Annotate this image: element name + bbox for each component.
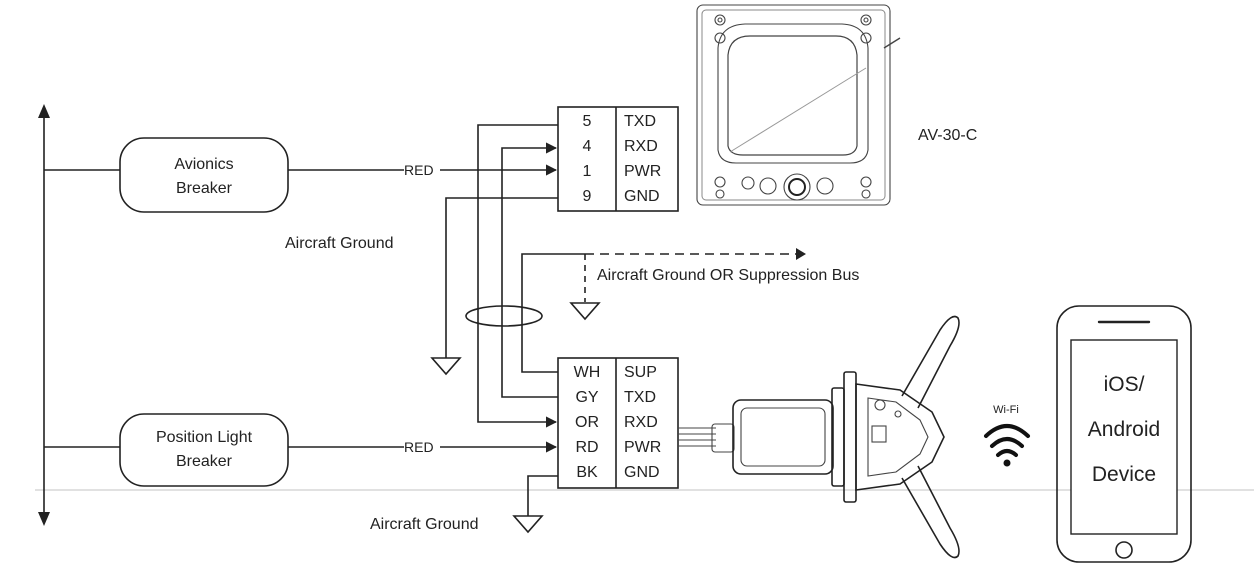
phone-label-line-2: Android	[1088, 418, 1160, 441]
shield-ellipse	[465, 305, 543, 327]
av30-display-icon	[696, 4, 901, 206]
display-pin-num: 9	[583, 188, 592, 205]
module-pin-signal: TXD	[624, 389, 656, 406]
red-wire-label-upper: RED	[404, 162, 434, 178]
display-pin-signal: PWR	[624, 163, 661, 180]
position-light-breaker-label-2: Breaker	[176, 453, 233, 470]
wifi-label: Wi-Fi	[993, 404, 1019, 416]
avionics-breaker-label-2: Breaker	[176, 180, 233, 197]
module-pin-color: BK	[576, 464, 598, 481]
aircraft-ground-label-upper: Aircraft Ground	[285, 235, 393, 252]
module-pin-signal: SUP	[624, 364, 657, 381]
display-pin-signal: GND	[624, 188, 660, 205]
smartphone-icon: iOS/ Android Device	[1056, 305, 1192, 563]
module-pin-color: RD	[575, 439, 598, 456]
module-pin-signal: GND	[624, 464, 660, 481]
position-light-breaker-label-1: Position Light	[156, 429, 253, 446]
ground-symbol-icon	[430, 356, 462, 376]
phone-label-line-3: Device	[1092, 463, 1156, 486]
data-wires	[445, 124, 585, 516]
wifi-icon	[984, 424, 1030, 467]
display-pin-num: 5	[583, 113, 592, 130]
red-wire-label-lower: RED	[404, 439, 434, 455]
aircraft-ground-or-suppression-label: Aircraft Ground OR Suppression Bus	[597, 267, 859, 284]
position-light-breaker: Position Light Breaker	[119, 413, 289, 487]
module-pin-color: OR	[575, 414, 599, 431]
avionics-breaker-label-1: Avionics	[174, 156, 233, 173]
module-connector: WH GY OR RD BK SUP TXD RXD PWR GND	[557, 357, 679, 489]
module-pin-signal: PWR	[624, 439, 661, 456]
display-pin-num: 1	[583, 163, 592, 180]
wifi-module-icon	[678, 315, 960, 559]
display-pin-signal: RXD	[624, 138, 658, 155]
avionics-breaker: Avionics Breaker	[119, 137, 289, 213]
display-pin-num: 4	[583, 138, 592, 155]
module-pin-color: GY	[575, 389, 598, 406]
module-pin-color: WH	[574, 364, 601, 381]
display-pin-signal: TXD	[624, 113, 656, 130]
ground-symbol-icon	[512, 515, 544, 534]
ground-symbol-icon	[569, 302, 601, 321]
phone-label-line-1: iOS/	[1104, 373, 1145, 396]
aircraft-ground-label-lower: Aircraft Ground	[370, 516, 478, 533]
module-pin-signal: RXD	[624, 414, 658, 431]
power-bus	[38, 104, 120, 526]
device-name-label: AV-30-C	[918, 127, 977, 144]
display-connector: 5 4 1 9 TXD RXD PWR GND	[557, 106, 679, 212]
